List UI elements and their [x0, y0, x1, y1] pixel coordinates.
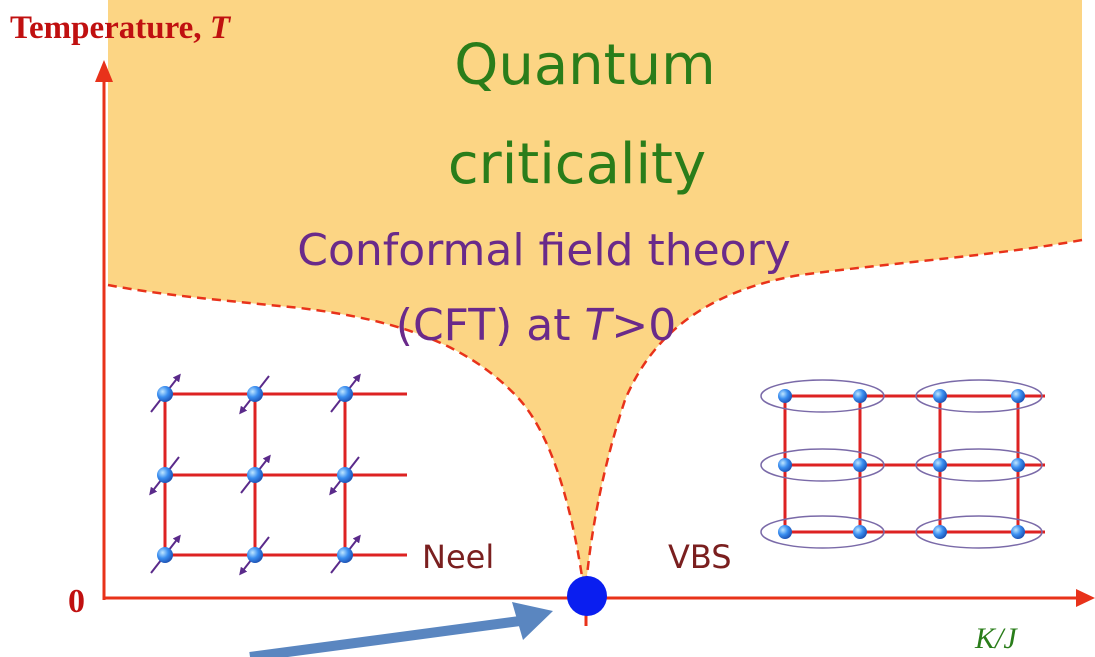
lattice-site — [853, 525, 867, 539]
lattice-site — [247, 547, 263, 563]
region-subtitle-line-2-prefix: (CFT) at — [396, 300, 585, 351]
temperature-axis-label: Temperature, T — [10, 10, 232, 46]
lattice-site — [157, 547, 173, 563]
lattice-site — [157, 467, 173, 483]
region-subtitle-line-2: (CFT) at T>0 — [396, 300, 676, 351]
crossover-boundary-left — [107, 283, 587, 599]
neel-lattice — [149, 373, 407, 576]
quantum-critical-point-dot — [567, 576, 607, 616]
valence-bond-ellipse — [915, 448, 1043, 482]
valence-bond-ellipse — [760, 379, 885, 413]
region-title-line-1: Quantum — [454, 33, 715, 98]
origin-label: 0 — [68, 583, 85, 620]
lattice-site — [337, 467, 353, 483]
temperature-axis-arrowhead — [95, 60, 113, 82]
lattice-site — [1011, 458, 1025, 472]
region-subtitle-line-1: Conformal field theory — [297, 225, 790, 276]
region-title-line-2: criticality — [448, 132, 706, 197]
valence-bond-ellipse — [915, 515, 1043, 549]
temperature-axis-label-variable: T — [210, 10, 232, 46]
temperature-axis-label-text: Temperature, — [10, 10, 210, 46]
lattice-site — [778, 458, 792, 472]
vbs-phase-label: VBS — [668, 538, 732, 576]
valence-bond-ellipse — [760, 515, 885, 549]
lattice-site — [337, 547, 353, 563]
lattice-site — [1011, 525, 1025, 539]
lattice-site — [247, 467, 263, 483]
region-subtitle-line-2-suffix: >0 — [611, 300, 676, 351]
valence-bond-ellipse — [760, 448, 885, 482]
valence-bond-ellipse — [915, 379, 1043, 413]
lattice-site — [778, 525, 792, 539]
pointer-arrow — [249, 602, 553, 657]
lattice-site — [157, 386, 173, 402]
lattice-site — [1011, 389, 1025, 403]
lattice-site — [853, 389, 867, 403]
quantum-critical-region — [108, 0, 1082, 598]
neel-phase-label: Neel — [422, 538, 494, 576]
coupling-axis-label: K/J — [974, 622, 1018, 655]
vbs-lattice — [760, 379, 1045, 549]
lattice-site — [933, 389, 947, 403]
crossover-boundary-right — [583, 238, 1083, 599]
coupling-axis-arrowhead — [1076, 589, 1095, 607]
lattice-site — [853, 458, 867, 472]
lattice-site — [337, 386, 353, 402]
region-subtitle-line-2-variable: T — [584, 300, 614, 351]
lattice-site — [933, 525, 947, 539]
lattice-site — [778, 389, 792, 403]
lattice-site — [247, 386, 263, 402]
lattice-site — [933, 458, 947, 472]
